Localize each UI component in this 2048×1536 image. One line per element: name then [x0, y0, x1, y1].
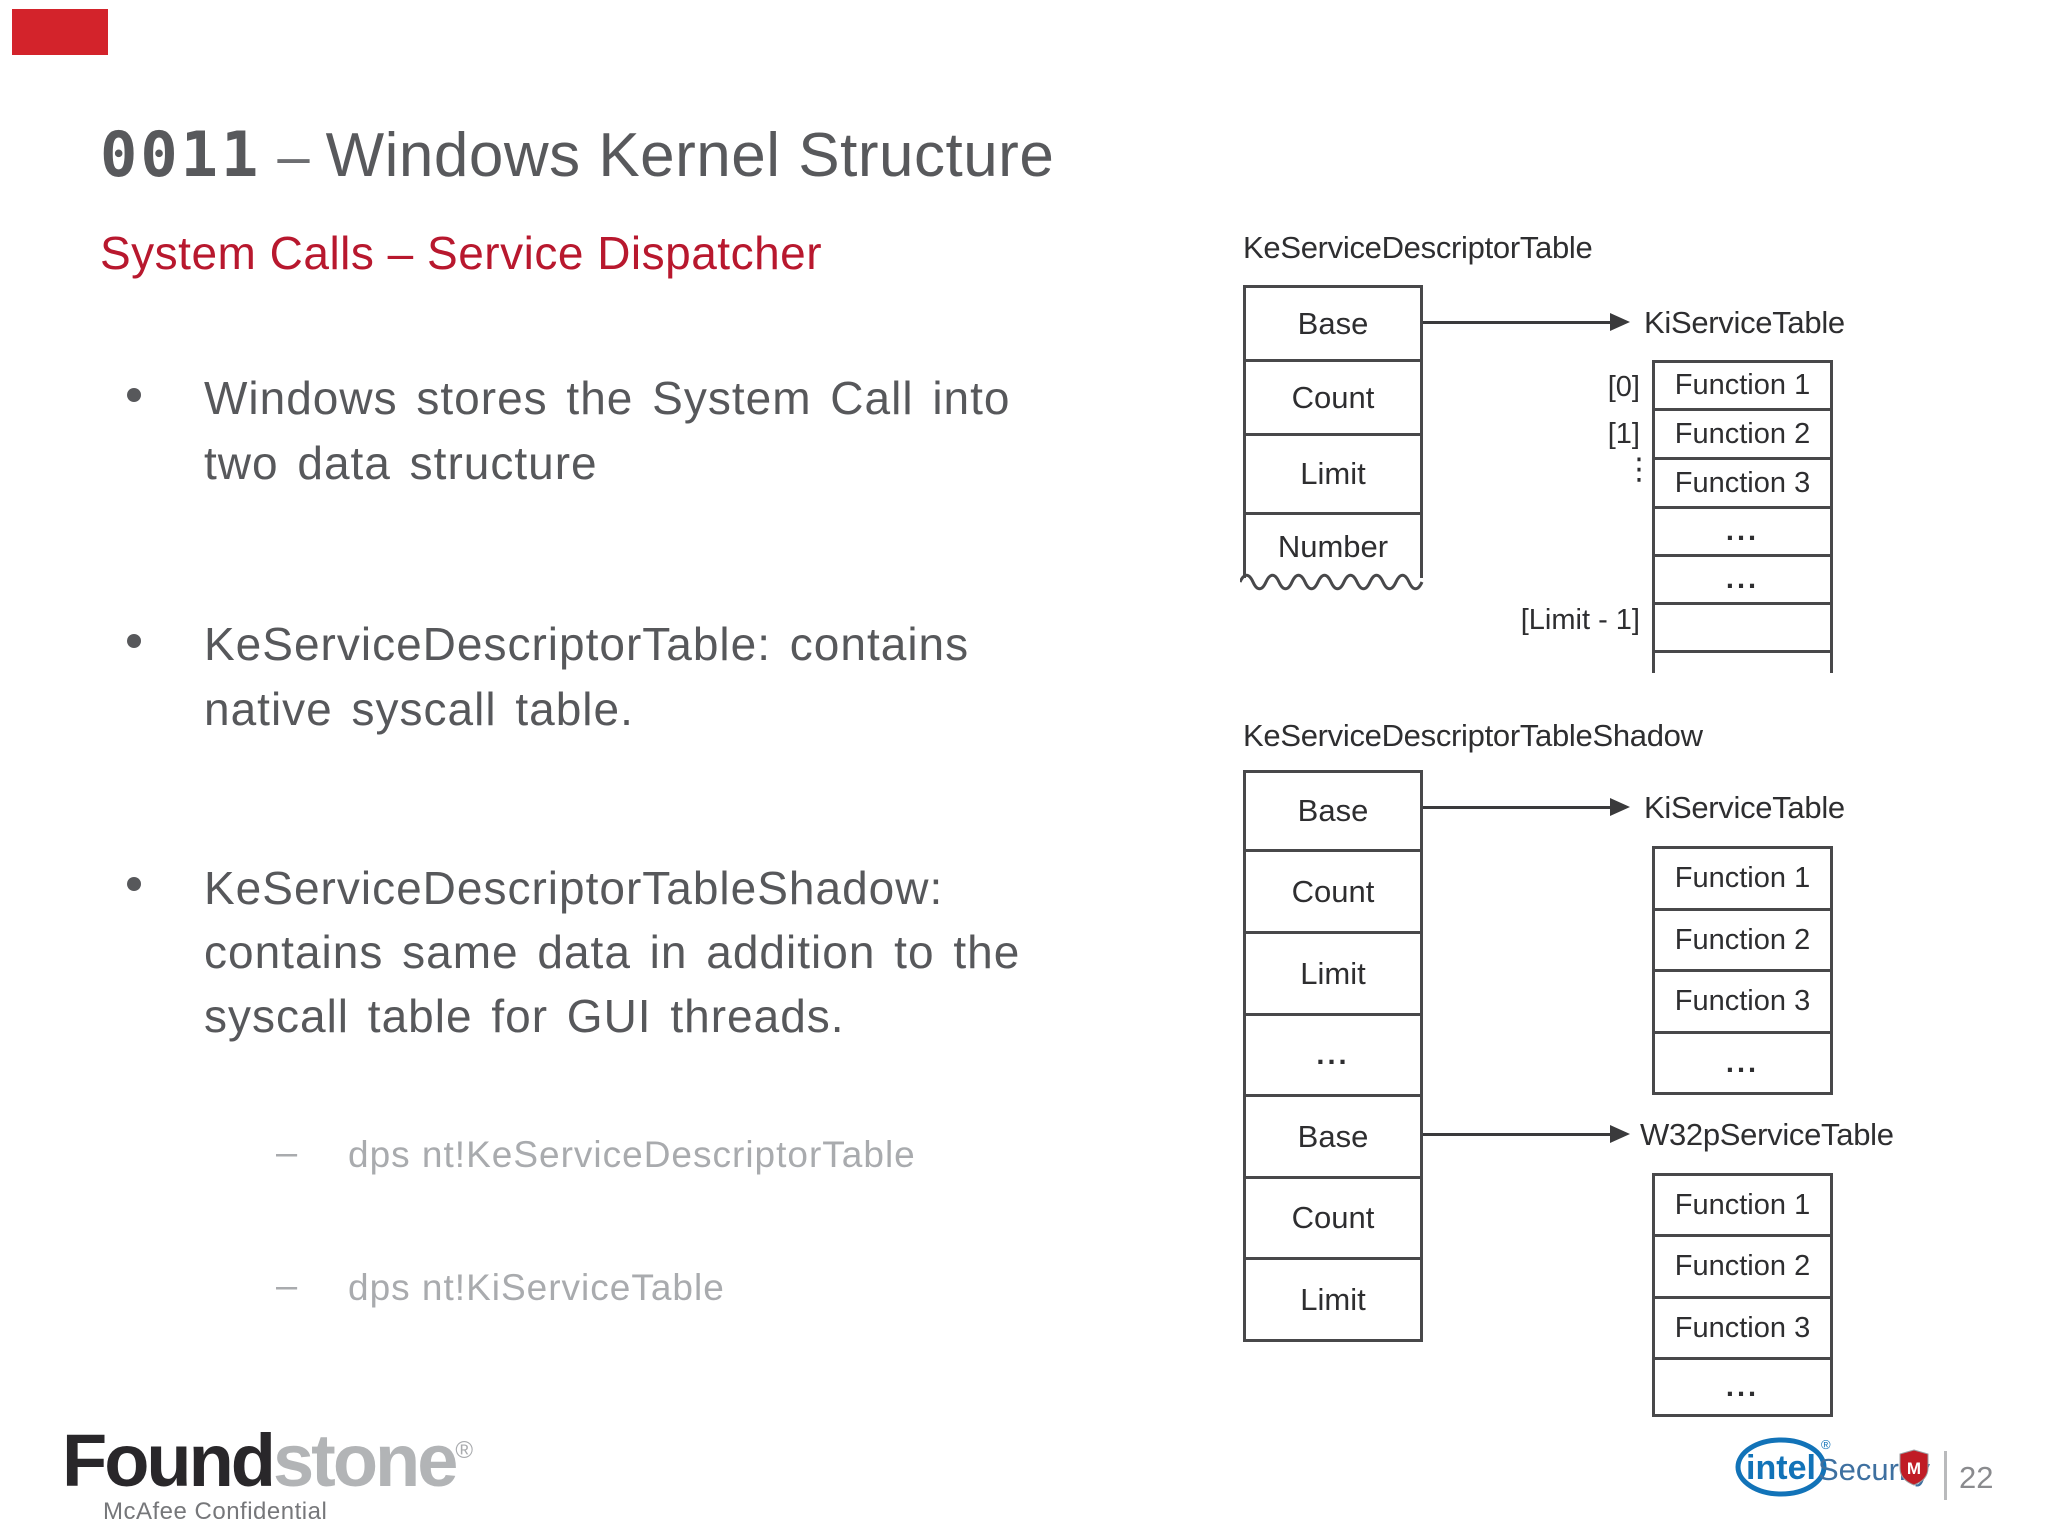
table-cell: Function 2	[1655, 911, 1830, 972]
table-cell: Function 2	[1655, 411, 1830, 460]
sub-bullet-marker: –	[276, 1132, 298, 1174]
index-label: [1]	[1607, 418, 1640, 450]
table-cell: Function 1	[1655, 1176, 1830, 1237]
bullet-line: KeServiceDescriptorTable: contains	[204, 618, 970, 670]
pointer-arrow	[1423, 798, 1630, 816]
sub-bullet-text: dps nt!KiServiceTable	[348, 1267, 725, 1308]
struct-cell: ...	[1246, 1016, 1420, 1097]
torn-edge	[1240, 573, 1424, 591]
table-cell-stub	[1655, 653, 1830, 673]
struct-cell: Base	[1246, 773, 1420, 852]
title-number: 0011	[100, 118, 262, 191]
struct-cell: Limit	[1246, 934, 1420, 1016]
table-cell: ...	[1655, 557, 1830, 605]
struct-cell: Number	[1277, 528, 1389, 564]
sub-bullet-text: dps nt!KeServiceDescriptorTable	[348, 1134, 916, 1175]
pointer-arrow	[1423, 313, 1630, 331]
bullet-item: KeServiceDescriptorTableShadow: contains…	[204, 856, 1020, 1048]
w32pservicetable-label: W32pServiceTable	[1640, 1117, 1894, 1152]
intel-logo-word: intel	[1746, 1449, 1816, 1487]
bullet-line: Windows stores the System Call into	[204, 372, 1011, 424]
title-text: Windows Kernel Structure	[325, 121, 1055, 190]
struct-cell: Limit	[1300, 1281, 1366, 1317]
pointer-arrow	[1423, 1125, 1630, 1143]
table-cell: Function 3	[1655, 1299, 1830, 1360]
bullet-dot	[127, 388, 141, 402]
diagram-bottom-label: KeServiceDescriptorTableShadow	[1243, 718, 1703, 753]
table-cell	[1655, 605, 1830, 653]
mcafee-shield-letter: M	[1907, 1459, 1921, 1478]
kiservicetable-column: Function 1 Function 2 Function 3 ... ...	[1652, 360, 1833, 673]
sub-bullet-marker: –	[276, 1265, 298, 1307]
foundstone-logo-found: Found	[62, 1419, 276, 1502]
bullet-line: syscall table for GUI threads.	[204, 990, 845, 1042]
page-title: 0011–Windows Kernel Structure	[100, 118, 1054, 191]
kiservicetable-column-shadow: Function 1 Function 2 Function 3 ...	[1652, 846, 1833, 1095]
struct-cell: Limit	[1246, 436, 1420, 515]
vertical-ellipsis: ⋮	[1624, 452, 1654, 487]
struct-cell: Base	[1246, 288, 1420, 362]
slide-subtitle: System Calls – Service Dispatcher	[100, 227, 823, 279]
table-cell: Function 1	[1655, 849, 1830, 911]
table-cell: Function 2	[1655, 1237, 1830, 1299]
table-cell: Function 3	[1655, 460, 1830, 509]
index-label: [Limit - 1]	[1520, 604, 1640, 636]
corner-brand-mark	[12, 9, 108, 55]
descriptor-struct-shadow: Base Count Limit ... Base Count Limit	[1243, 770, 1423, 1342]
page-number: 22	[1959, 1460, 1994, 1495]
struct-cell: Count	[1246, 852, 1420, 934]
mcafee-shield-icon: M	[1899, 1449, 1929, 1486]
bullet-dot	[127, 634, 141, 648]
bullet-line: native syscall table.	[204, 683, 634, 735]
struct-cell: Count	[1246, 1179, 1420, 1260]
foundstone-logo: Foundstone®	[62, 1418, 473, 1503]
diagram-top-label: KeServiceDescriptorTable	[1243, 230, 1593, 265]
index-label: [0]	[1607, 371, 1640, 403]
bullet-line: contains same data in addition to the	[204, 926, 1021, 978]
footer-divider	[1944, 1451, 1947, 1500]
table-cell: ...	[1655, 509, 1830, 557]
table-cell: ...	[1725, 1046, 1760, 1079]
intel-logo-icon: intel	[1735, 1437, 1827, 1497]
intel-registered-icon: ®	[1821, 1437, 1831, 1452]
struct-cell: Base	[1246, 1097, 1420, 1179]
table-cell: Function 3	[1655, 972, 1830, 1034]
title-dash: –	[277, 124, 310, 189]
bullet-line: KeServiceDescriptorTableShadow:	[204, 862, 944, 914]
table-cell: ...	[1725, 1370, 1760, 1403]
confidential-note: McAfee Confidential	[103, 1498, 328, 1525]
kiservicetable-label: KiServiceTable	[1644, 790, 1845, 825]
struct-cell: Count	[1246, 362, 1420, 436]
foundstone-logo-stone: stone	[273, 1419, 458, 1502]
table-cell: Function 1	[1655, 363, 1830, 411]
w32pservicetable-column: Function 1 Function 2 Function 3 ...	[1652, 1173, 1833, 1417]
kiservicetable-label: KiServiceTable	[1644, 305, 1845, 340]
bullet-item: Windows stores the System Call into two …	[204, 366, 1011, 496]
bullet-item: KeServiceDescriptorTable: contains nativ…	[204, 612, 969, 742]
descriptor-struct-top: Base Count Limit Number	[1240, 285, 1424, 591]
bullet-line: two data structure	[204, 437, 598, 489]
registered-mark-icon: ®	[455, 1437, 474, 1464]
bullet-dot	[127, 877, 141, 891]
